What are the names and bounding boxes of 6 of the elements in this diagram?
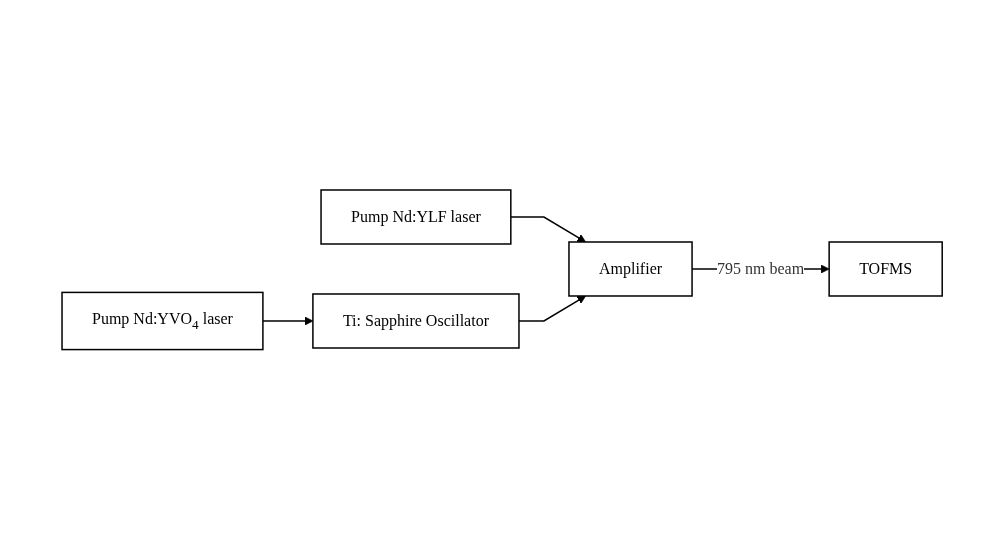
node-box: Pump Nd:YLF laser: [320, 188, 512, 245]
node-box: Pump Nd:YVO$_{4}$ laser: [61, 291, 265, 351]
edge-label: 795 nm beam: [717, 259, 805, 277]
node-box: Ti: Sapphire Oscillator: [312, 292, 521, 349]
node-box: Amplifier: [568, 240, 694, 297]
node-box: TOFMS: [828, 240, 944, 297]
